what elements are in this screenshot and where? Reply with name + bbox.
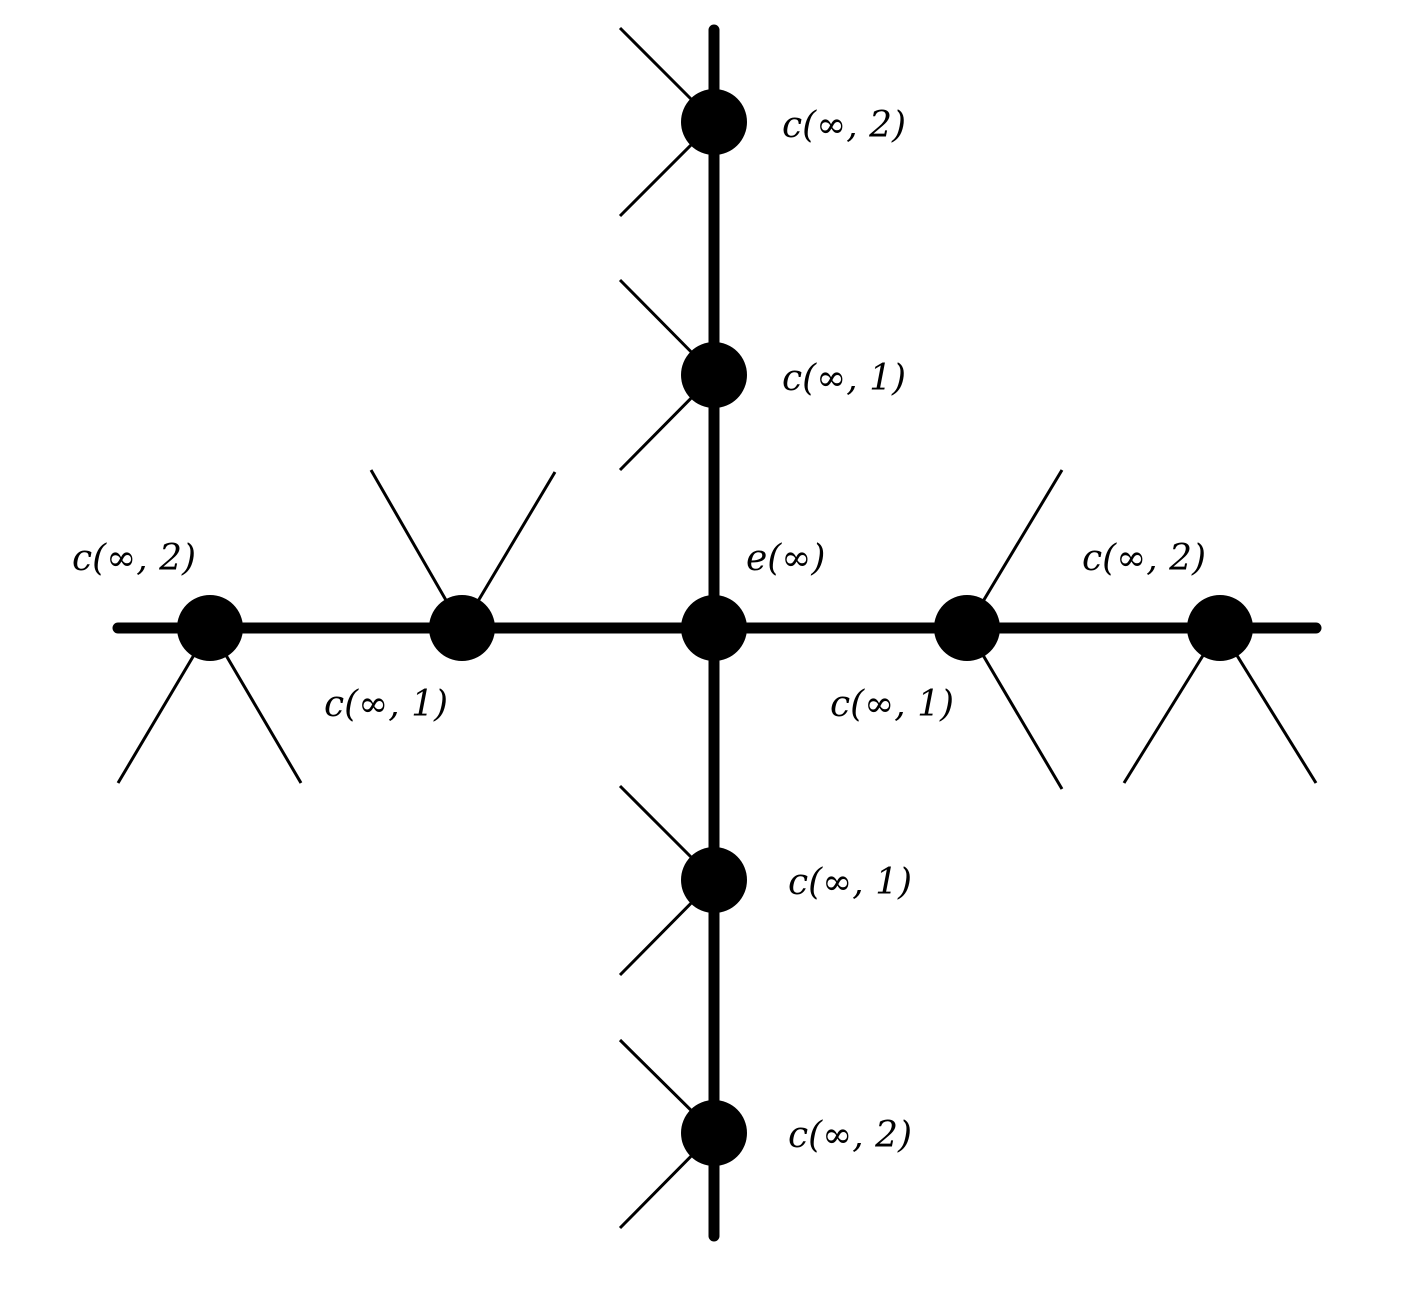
label-up-2: c(∞, 2): [782, 105, 906, 146]
node-up-1: [681, 342, 747, 408]
node-right-2: [1187, 595, 1253, 661]
node-center: [681, 595, 747, 661]
label-down-2: c(∞, 2): [788, 1115, 912, 1156]
node-down-1: [681, 847, 747, 913]
label-down-1: c(∞, 1): [788, 862, 912, 903]
label-right-2: c(∞, 2): [1082, 538, 1206, 579]
label-up-1: c(∞, 1): [782, 358, 906, 399]
label-left-1: c(∞, 1): [324, 684, 448, 725]
label-right-1: c(∞, 1): [830, 684, 954, 725]
label-left-2: c(∞, 2): [72, 538, 196, 579]
node-left-1: [429, 595, 495, 661]
label-center: e(∞): [746, 538, 825, 579]
node-up-2: [681, 89, 747, 155]
node-right-1: [934, 595, 1000, 661]
node-down-2: [681, 1100, 747, 1166]
node-left-2: [177, 595, 243, 661]
